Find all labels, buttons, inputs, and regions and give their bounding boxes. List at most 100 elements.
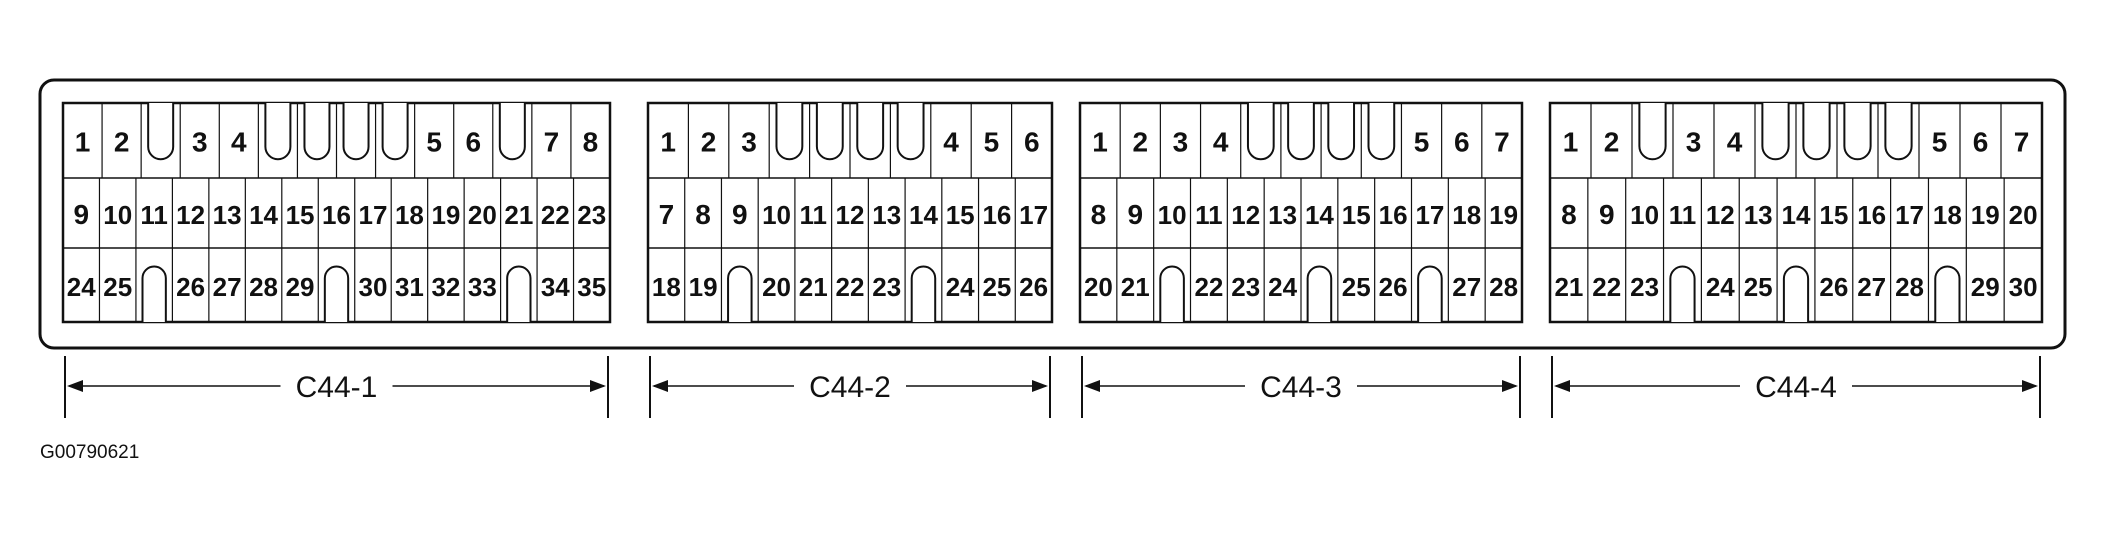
pin-number: 26 [1819,272,1848,302]
pin-number: 16 [1857,200,1886,230]
key-notch [775,103,804,161]
pin-number: 28 [1895,272,1924,302]
arrow-left-icon [652,380,668,392]
pin-number: 29 [286,272,315,302]
pin-number: 5 [1932,127,1948,158]
pin-number: 17 [1019,200,1048,230]
pin-number: 3 [1173,127,1189,158]
pin-number: 16 [322,200,351,230]
pin-number: 16 [982,200,1011,230]
pin-number: 4 [1213,127,1229,158]
pin-number: 2 [1132,127,1148,158]
pin-number: 3 [741,127,757,158]
pin-number: 28 [1489,272,1518,302]
key-notch [1159,265,1185,322]
figure-id: G00790621 [40,442,140,463]
pin-number: 9 [1127,199,1143,230]
pin-number: 18 [1452,200,1481,230]
pin-number: 15 [946,200,975,230]
key-notch [1802,103,1831,161]
pin-number: 20 [468,200,497,230]
key-notch [342,103,370,161]
key-notch [141,265,167,322]
pin-number: 17 [359,200,388,230]
pin-number: 8 [583,127,599,158]
pin-number: 2 [1604,127,1620,158]
pin-number: 15 [1342,200,1371,230]
pin-number: 25 [982,272,1011,302]
pin-number: 11 [800,200,828,230]
key-notch [1287,103,1315,161]
pin-number: 1 [1092,127,1108,158]
pin-number: 13 [872,200,901,230]
pin-number: 27 [213,272,242,302]
pin-number: 11 [1195,200,1223,230]
key-notch [815,103,844,161]
pin-number: 7 [544,127,560,158]
key-notch [1669,265,1696,322]
key-notch [147,103,175,161]
key-notch [498,103,526,161]
pin-number: 25 [1744,272,1773,302]
pin-number: 2 [701,127,717,158]
pin-number: 30 [359,272,388,302]
pin-number: 7 [2014,127,2030,158]
pin-number: 22 [836,272,865,302]
pin-number: 1 [1563,127,1579,158]
pin-number: 23 [1231,272,1260,302]
key-notch [910,265,937,322]
pin-number: 9 [1599,199,1615,230]
pin-number: 8 [1561,199,1577,230]
pin-number: 10 [762,200,791,230]
pin-number: 14 [1782,200,1811,230]
pin-number: 28 [249,272,278,302]
key-notch [1246,103,1275,161]
pin-number: 19 [1489,200,1518,230]
key-notch [323,265,350,322]
pin-number: 11 [1669,200,1697,230]
pin-number: 26 [1379,272,1408,302]
pin-number: 21 [799,272,828,302]
pin-number: 12 [1706,200,1735,230]
arrow-left-icon [1084,380,1100,392]
pin-number: 26 [176,272,205,302]
pin-number: 19 [689,272,718,302]
pin-number: 22 [1592,272,1621,302]
pin-number: 9 [732,199,748,230]
pin-number: 25 [1342,272,1371,302]
key-notch [1884,103,1913,161]
pin-number: 8 [1091,199,1107,230]
key-notch [1934,265,1961,322]
pin-number: 27 [1452,272,1481,302]
pin-number: 10 [1158,200,1187,230]
key-notch [303,103,331,161]
pin-number: 32 [431,272,460,302]
pin-number: 23 [577,200,606,230]
arrow-right-icon [590,380,606,392]
pin-number: 14 [909,200,938,230]
arrow-left-icon [1554,380,1570,392]
pin-number: 4 [1727,127,1743,158]
connector-housing-outline [38,78,2067,350]
pin-number: 14 [249,200,278,230]
connector-label: C44-4 [1755,371,1837,404]
key-notch [727,265,753,322]
pin-number: 13 [1744,200,1773,230]
pin-number: 20 [2009,200,2038,230]
pin-number: 18 [1933,200,1962,230]
pin-number: 15 [286,200,315,230]
pin-number: 35 [577,272,606,302]
pin-number: 6 [1973,127,1989,158]
pin-number: 3 [192,127,208,158]
key-notch [506,265,532,322]
arrow-right-icon [1032,380,1048,392]
pin-number: 34 [541,272,570,302]
pin-number: 22 [541,200,570,230]
pin-number: 30 [2009,272,2038,302]
key-notch [1306,265,1333,322]
pin-number: 5 [1414,127,1430,158]
pin-number: 23 [872,272,901,302]
pin-number: 13 [213,200,242,230]
pin-number: 33 [468,272,497,302]
